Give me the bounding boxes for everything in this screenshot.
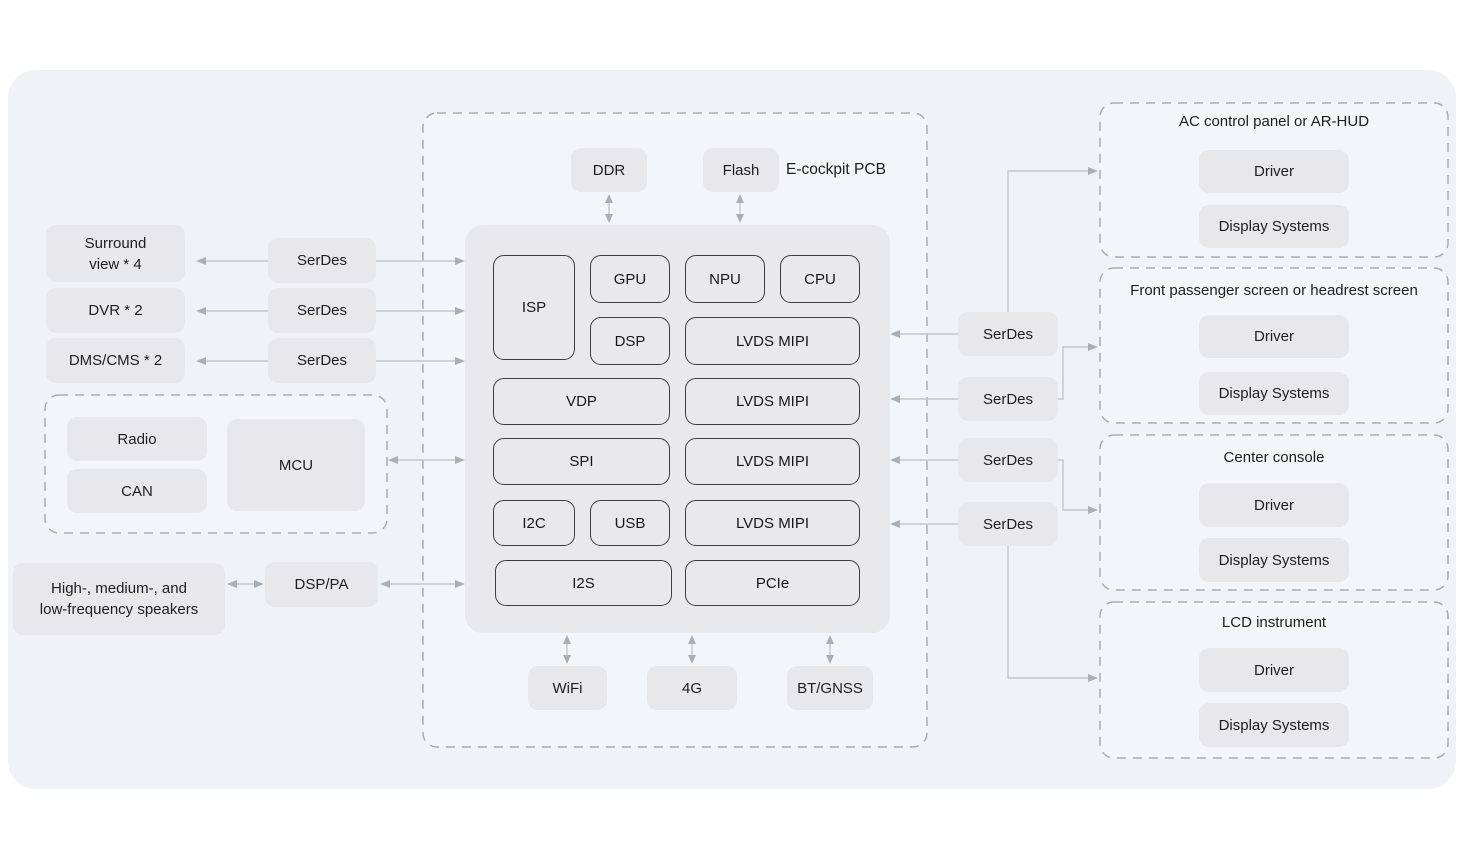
gpu-block: GPU <box>590 255 670 303</box>
display-systems-box-4: Display Systems <box>1199 703 1349 747</box>
dsp-pa-box: DSP/PA <box>265 562 378 607</box>
cpu-block: CPU <box>780 255 860 303</box>
driver-box-1: Driver <box>1199 150 1349 193</box>
cellular-4g-box: 4G <box>647 666 737 710</box>
panel-ac-hud-title: AC control panel or AR-HUD <box>1178 113 1370 130</box>
serdes-right-2: SerDes <box>958 377 1058 421</box>
display-systems-box-2: Display Systems <box>1199 372 1349 415</box>
serdes-right-4: SerDes <box>958 502 1058 546</box>
isp-block: ISP <box>493 255 575 360</box>
flash-box: Flash <box>703 148 779 192</box>
panel-lcd-instrument-title: LCD instrument <box>1221 614 1327 631</box>
dms-cms-box: DMS/CMS * 2 <box>46 338 185 383</box>
driver-box-3: Driver <box>1199 483 1349 527</box>
spi-block: SPI <box>493 438 670 485</box>
ddr-box: DDR <box>571 148 647 192</box>
serdes-left-2: SerDes <box>268 288 376 333</box>
dsp-block: DSP <box>590 317 670 365</box>
serdes-right-3: SerDes <box>958 438 1058 482</box>
display-systems-box-3: Display Systems <box>1199 538 1349 582</box>
wifi-box: WiFi <box>528 666 607 710</box>
bt-gnss-box: BT/GNSS <box>787 666 873 710</box>
lvds-mipi-block-1: LVDS MIPI <box>685 317 860 365</box>
pcie-block: PCIe <box>685 560 860 606</box>
npu-block: NPU <box>685 255 765 303</box>
lvds-mipi-block-2: LVDS MIPI <box>685 378 860 425</box>
soc-chip <box>465 225 890 633</box>
mcu-box: MCU <box>227 419 365 511</box>
i2c-block: I2C <box>493 500 575 546</box>
surround-view-box: Surround view * 4 <box>46 225 185 282</box>
driver-box-4: Driver <box>1199 648 1349 692</box>
lvds-mipi-block-3: LVDS MIPI <box>685 438 860 485</box>
panel-center-console-title: Center console <box>1223 449 1325 466</box>
dvr-box: DVR * 2 <box>46 288 185 333</box>
serdes-right-1: SerDes <box>958 312 1058 356</box>
usb-block: USB <box>590 500 670 546</box>
serdes-left-1: SerDes <box>268 238 376 283</box>
lvds-mipi-block-4: LVDS MIPI <box>685 500 860 546</box>
serdes-left-3: SerDes <box>268 338 376 383</box>
speakers-box: High-, medium-, and low-frequency speake… <box>13 563 225 635</box>
panel-front-passenger-title: Front passenger screen or headrest scree… <box>1130 282 1418 299</box>
pcb-title: E-cockpit PCB <box>786 161 886 178</box>
vdp-block: VDP <box>493 378 670 425</box>
display-systems-box-1: Display Systems <box>1199 205 1349 248</box>
radio-box: Radio <box>67 417 207 461</box>
can-box: CAN <box>67 469 207 513</box>
driver-box-2: Driver <box>1199 315 1349 358</box>
i2s-block: I2S <box>495 560 672 606</box>
